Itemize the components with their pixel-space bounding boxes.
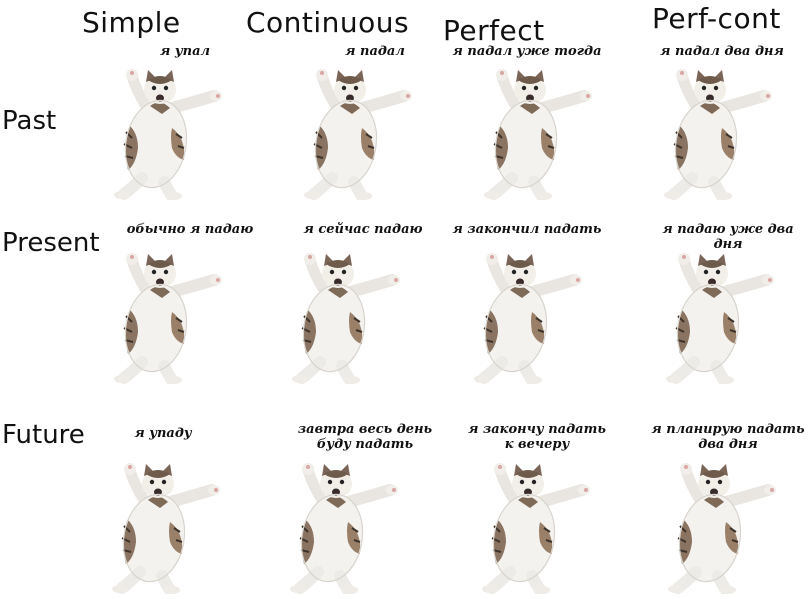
caption-past-perfect: я падал уже тогда bbox=[452, 44, 602, 59]
row-header-present: Present bbox=[2, 228, 100, 258]
falling-cat-icon bbox=[462, 252, 586, 384]
falling-cat-icon bbox=[656, 462, 780, 594]
column-header-simple: Simple bbox=[82, 6, 181, 39]
caption-past-perf-cont: я падал два дня bbox=[660, 44, 784, 59]
caption-future-perfect: я закончу падать к вечеру bbox=[468, 422, 606, 452]
caption-future-simple: я упаду bbox=[134, 426, 192, 441]
caption-future-perf-cont: я планирую падать два дня bbox=[651, 422, 805, 452]
caption-past-simple: я упал bbox=[159, 44, 211, 59]
caption-present-perf-cont: я падаю уже два дня bbox=[662, 222, 794, 252]
caption-future-continuous: завтра весь день буду падать bbox=[297, 422, 433, 452]
row-header-past: Past bbox=[2, 106, 57, 136]
caption-present-perfect: я закончил падать bbox=[452, 222, 602, 237]
falling-cat-icon bbox=[100, 462, 224, 594]
column-header-perfect: Perfect bbox=[443, 14, 545, 47]
falling-cat-icon bbox=[472, 68, 596, 200]
falling-cat-icon bbox=[292, 68, 416, 200]
falling-cat-icon bbox=[470, 462, 594, 594]
row-header-future: Future bbox=[2, 420, 85, 450]
caption-present-simple: обычно я падаю bbox=[126, 222, 254, 237]
column-header-continuous: Continuous bbox=[246, 6, 410, 39]
falling-cat-icon bbox=[280, 252, 404, 384]
falling-cat-icon bbox=[102, 68, 226, 200]
falling-cat-icon bbox=[278, 462, 402, 594]
caption-present-continuous: я сейчас падаю bbox=[303, 222, 423, 237]
column-header-perf-cont: Perf-cont bbox=[652, 2, 781, 35]
caption-past-continuous: я падал bbox=[345, 44, 405, 59]
falling-cat-icon bbox=[652, 68, 776, 200]
falling-cat-icon bbox=[654, 252, 778, 384]
falling-cat-icon bbox=[102, 252, 226, 384]
